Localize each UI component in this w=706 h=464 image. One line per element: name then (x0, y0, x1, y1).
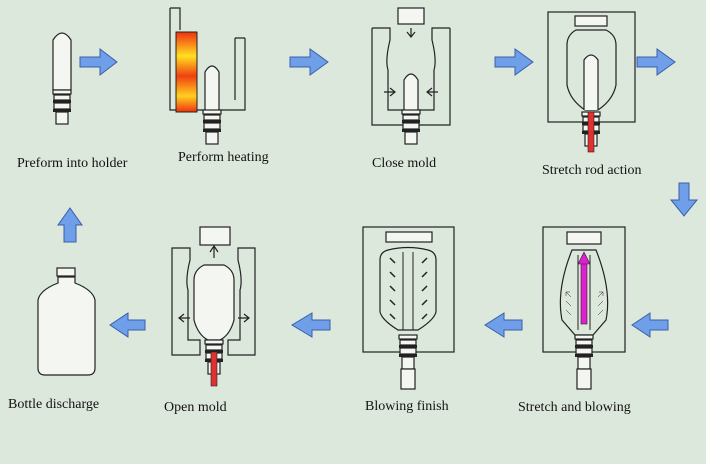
arrow-left-icon (291, 312, 331, 338)
step-close-mold (371, 7, 451, 145)
label-open-mold: Open mold (164, 400, 227, 415)
label-preform-heating: Perform heating (178, 150, 269, 165)
step-open-mold (171, 226, 256, 387)
arrow-up-icon (57, 207, 83, 243)
step-preform-into-holder (52, 32, 72, 125)
step-bottle-discharge (37, 267, 96, 376)
arrow-right-icon (79, 47, 118, 77)
step-stretch-and-blowing (542, 226, 626, 390)
label-stretch-and-blowing: Stretch and blowing (518, 400, 631, 415)
step-blowing-finish (362, 226, 455, 390)
preform-icon (52, 32, 72, 91)
arrow-right-icon (289, 48, 329, 76)
label-stretch-rod-action: Stretch rod action (542, 163, 642, 178)
arrow-down-icon (669, 182, 699, 217)
arrow-left-icon (631, 312, 669, 338)
arrow-right-icon (636, 48, 676, 76)
arrow-left-icon (109, 312, 146, 338)
label-blowing-finish: Blowing finish (365, 399, 449, 414)
label-bottle-discharge: Bottle discharge (8, 397, 99, 412)
step-preform-heating (169, 7, 246, 145)
bottle-icon (37, 276, 96, 376)
stretch-rod-icon (580, 261, 588, 325)
stretch-rod-icon (587, 111, 595, 153)
heater-icon (175, 31, 198, 113)
label-preform-into-holder: Preform into holder (17, 156, 128, 171)
arrow-left-icon (484, 312, 523, 338)
label-close-mold: Close mold (372, 156, 436, 171)
arrow-right-icon (494, 48, 534, 76)
step-stretch-rod-action (547, 11, 636, 153)
